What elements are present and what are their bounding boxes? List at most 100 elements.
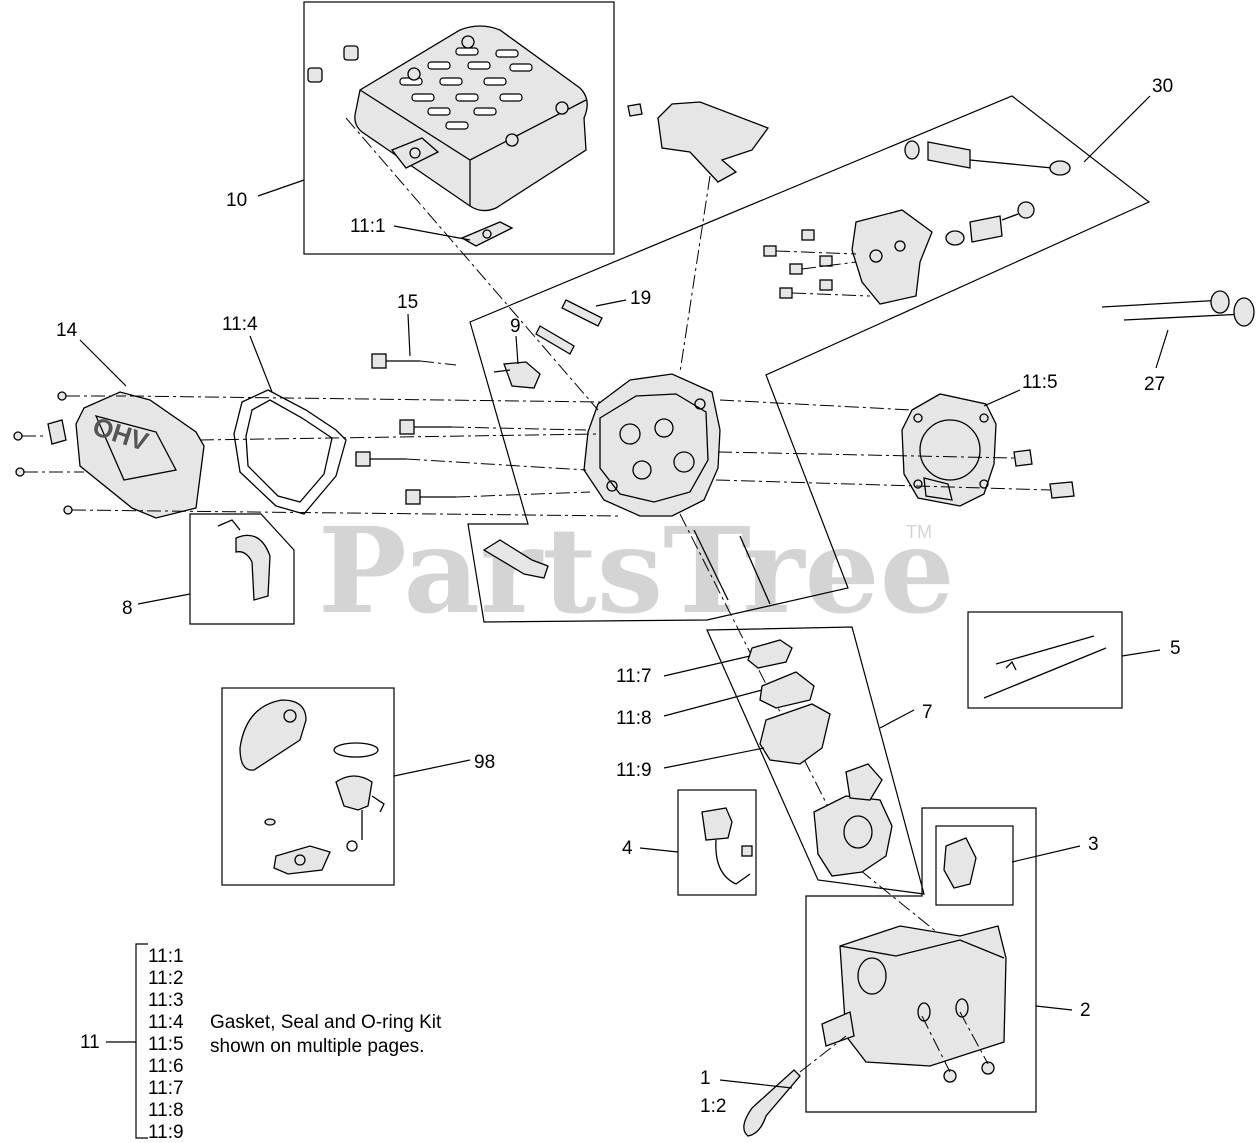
leader-30 [1083, 95, 1151, 163]
throttle-rod-box [967, 611, 1123, 709]
leader-11-8 [663, 689, 763, 717]
kit-item: 11:6 [148, 1056, 184, 1077]
centerline [859, 869, 945, 939]
callout-1: 1 [700, 1068, 711, 1089]
carb-spacer-part [759, 671, 815, 709]
centerline [199, 433, 599, 441]
kit-item: 11:1 [148, 946, 184, 967]
leader-19 [595, 299, 627, 307]
callout-8: 8 [122, 598, 133, 619]
leader-3 [1011, 845, 1081, 863]
leader-11-9 [663, 747, 765, 769]
callout-19: 19 [630, 288, 651, 309]
head-bolts [355, 299, 603, 505]
leader-10 [257, 179, 305, 197]
watermark-text: PartsTree [318, 501, 955, 640]
callout-14: 14 [56, 320, 78, 341]
callout-15: 15 [397, 292, 418, 313]
centerline [449, 426, 587, 431]
kit-item: 11:5 [148, 1034, 184, 1055]
choke-box [935, 825, 1014, 906]
callout-11-1: 11:1 [350, 216, 386, 237]
carburetor-box [706, 626, 925, 895]
air-cleaner-box [805, 807, 1037, 1113]
kit-item: 11:4 [148, 1012, 184, 1033]
throttle-rod [995, 635, 1095, 665]
fuel-solenoid-part [701, 807, 753, 885]
valve-cover-part: OHV [13, 389, 347, 519]
callout-4: 4 [622, 838, 633, 859]
head-gasket-part [901, 393, 1075, 507]
centerline [799, 1035, 847, 1073]
centerline [71, 509, 621, 517]
muffler-part [307, 25, 588, 247]
leader-9 [515, 335, 519, 365]
heat-shield-screw [627, 103, 643, 117]
callout-11-8: 11:8 [616, 708, 652, 729]
leader-27 [1155, 329, 1169, 369]
kit-legend: 11 11:1 11:2 11:3 11:4 11:5 11:6 11:7 11… [80, 943, 442, 1143]
carb-gasket-part [747, 639, 793, 669]
leader-2 [1035, 1005, 1073, 1011]
leader-11-4 [249, 335, 273, 393]
callout-2: 2 [1080, 1000, 1091, 1021]
leader-4 [639, 847, 679, 853]
breather-clamp [217, 519, 241, 531]
muffler-box [303, 1, 615, 255]
kit-description-line2: shown on multiple pages. [210, 1036, 424, 1057]
carb-kit-part [239, 699, 385, 875]
leader-15 [407, 313, 411, 357]
valve-train-parts [763, 140, 1255, 327]
callout-98: 98 [474, 752, 495, 773]
kit-description-line1: Gasket, Seal and O-ring Kit [210, 1012, 442, 1033]
intake-stud [693, 529, 729, 601]
callout-5: 5 [1170, 638, 1181, 659]
callout-3: 3 [1088, 834, 1099, 855]
kit-item: 11:2 [148, 968, 184, 989]
centerline [455, 491, 591, 498]
leader-14 [79, 339, 127, 387]
kit-item: 11:8 [148, 1100, 184, 1121]
cylinder-head-box [467, 95, 1151, 623]
centerline [715, 479, 1051, 491]
callout-11: 11 [80, 1032, 100, 1053]
leader-5 [1121, 649, 1161, 657]
leader-8 [137, 593, 191, 605]
kit-item: 11:3 [148, 990, 184, 1011]
heat-shield-part [657, 101, 770, 183]
callout-11-7: 11:7 [616, 666, 652, 687]
callout-27: 27 [1144, 374, 1165, 395]
carburetor-part [813, 763, 893, 877]
cylinder-head-part [583, 373, 721, 517]
callout-30: 30 [1152, 76, 1173, 97]
leader-98 [393, 759, 471, 777]
carb-gasket-2-part [759, 703, 831, 765]
leader-11-1 [393, 225, 471, 241]
fuel-solenoid-box [677, 789, 757, 896]
centerline [129, 395, 601, 403]
leader-7 [879, 709, 915, 729]
leader-11-7 [663, 655, 751, 677]
kit-item: 11:9 [148, 1122, 184, 1143]
intake-stud [739, 535, 771, 605]
callout-9: 9 [510, 316, 521, 337]
choke-part [943, 837, 977, 889]
callout-7: 7 [922, 702, 933, 723]
callout-1-2: 1:2 [700, 1096, 726, 1117]
callout-11-9: 11:9 [616, 760, 652, 781]
centerline [679, 175, 711, 373]
carb-kit-box [221, 687, 395, 886]
callout-10: 10 [226, 190, 247, 211]
governor-link-part [482, 539, 549, 579]
air-cleaner-part [821, 925, 1007, 1083]
callout-11-4: 11:4 [222, 314, 258, 335]
throttle-rod [983, 647, 1107, 699]
watermark-trademark: TM [906, 522, 932, 542]
throttle-spring [1005, 660, 1017, 671]
key-part [743, 1069, 801, 1137]
breather-tube-part [235, 534, 271, 601]
leader-11-5 [983, 389, 1021, 407]
centerline [405, 458, 587, 471]
centerline [719, 399, 913, 411]
